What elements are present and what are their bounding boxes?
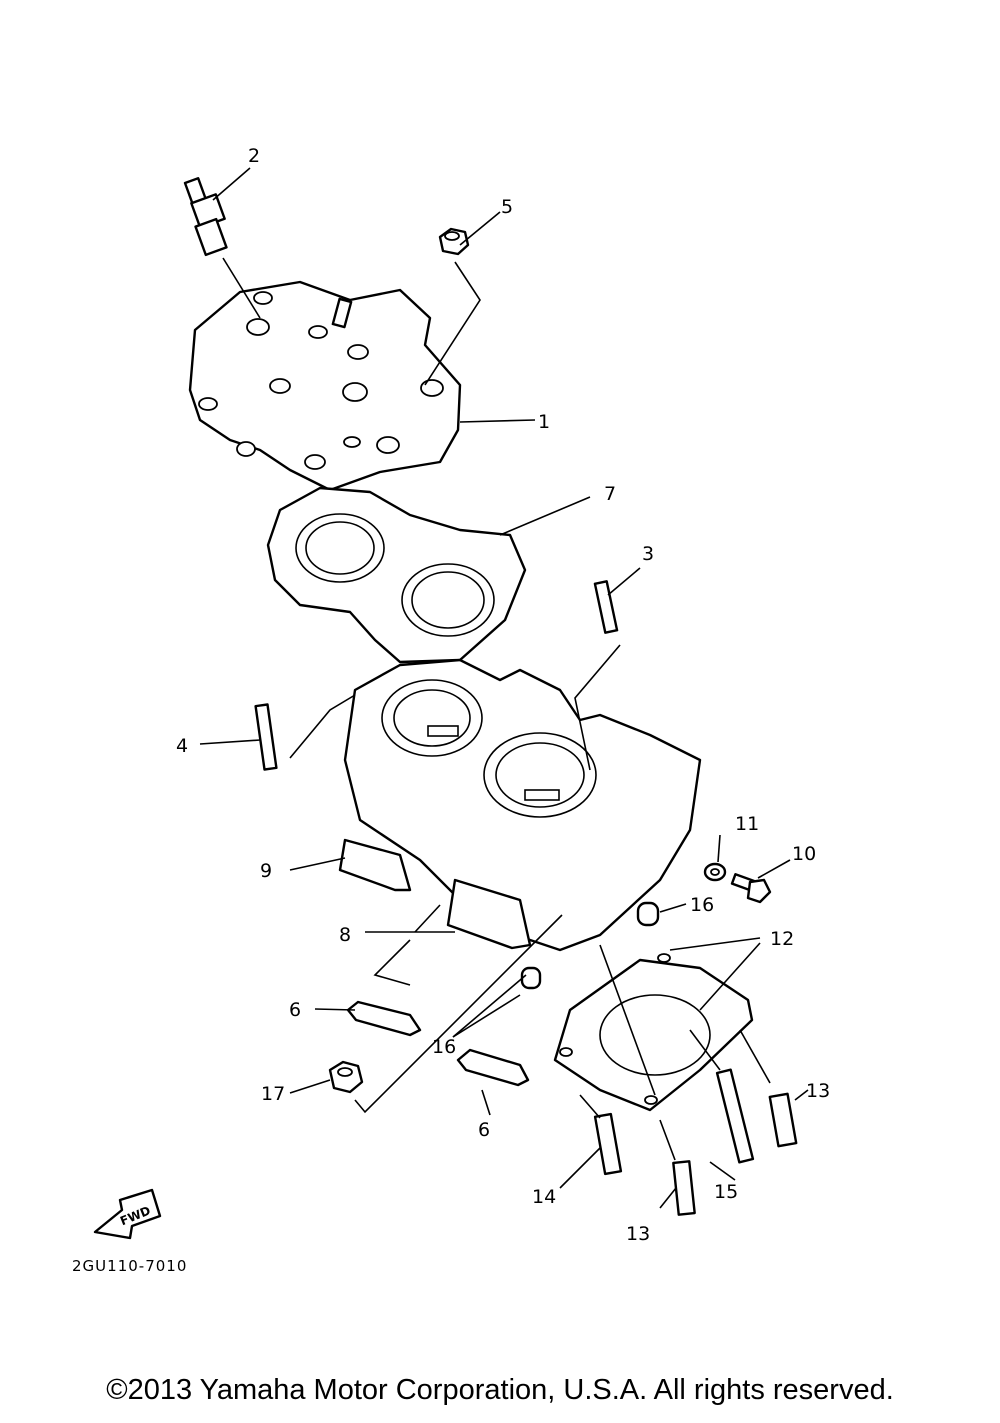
callout-6a: 6 bbox=[289, 999, 301, 1021]
callout-2: 2 bbox=[248, 145, 260, 167]
callout-6b: 6 bbox=[478, 1119, 490, 1141]
callout-12: 12 bbox=[770, 928, 794, 950]
callout-14: 14 bbox=[532, 1186, 556, 1208]
stud-bolt-4 bbox=[254, 703, 278, 771]
nut-17 bbox=[328, 1060, 364, 1094]
stud-15 bbox=[715, 1068, 755, 1164]
callout-8: 8 bbox=[339, 924, 351, 946]
callout-16a: 16 bbox=[690, 894, 714, 916]
head-gasket bbox=[266, 486, 527, 664]
intake-joint-8 bbox=[446, 878, 532, 950]
copyright-notice: ©2013 Yamaha Motor Corporation, U.S.A. A… bbox=[106, 1374, 894, 1406]
callout-11: 11 bbox=[735, 813, 759, 835]
leader-lines bbox=[199, 167, 809, 1209]
spark-plug bbox=[183, 177, 228, 257]
insulator-plate-a bbox=[346, 1000, 422, 1037]
callout-17: 17 bbox=[261, 1083, 285, 1105]
stud-bolt-3 bbox=[593, 580, 619, 634]
stud-13-right bbox=[768, 1092, 798, 1148]
callout-16b: 16 bbox=[432, 1036, 456, 1058]
drain-bolt bbox=[730, 872, 772, 904]
callout-15: 15 bbox=[714, 1181, 738, 1203]
callout-9: 9 bbox=[260, 860, 272, 882]
forward-arrow: FWD bbox=[93, 1188, 162, 1240]
dowel-pin-a bbox=[636, 901, 660, 927]
stud-14 bbox=[593, 1112, 623, 1176]
callout-13b: 13 bbox=[626, 1223, 650, 1245]
callout-13a: 13 bbox=[806, 1080, 830, 1102]
drawing-code: 2GU110-7010 bbox=[72, 1257, 187, 1275]
callout-7: 7 bbox=[604, 483, 616, 505]
callout-labels: 1 2 3 4 5 6 6 7 8 9 10 11 12 13 13 14 15… bbox=[176, 145, 830, 1245]
insulator-plate-b bbox=[456, 1048, 530, 1087]
cylinder-head bbox=[188, 280, 462, 492]
callout-4: 4 bbox=[176, 735, 188, 757]
intake-joint-9 bbox=[338, 838, 412, 892]
callout-3: 3 bbox=[642, 543, 654, 565]
callout-10: 10 bbox=[792, 843, 816, 865]
dowel-pin-b bbox=[520, 966, 542, 990]
callout-5: 5 bbox=[501, 196, 513, 218]
washer bbox=[703, 862, 727, 882]
cylinder-block bbox=[343, 658, 702, 952]
callout-1: 1 bbox=[538, 411, 550, 433]
cylinder-head-nut bbox=[438, 227, 470, 256]
cylinder-base-gasket bbox=[553, 953, 754, 1112]
stud-13-lower bbox=[672, 1160, 696, 1216]
